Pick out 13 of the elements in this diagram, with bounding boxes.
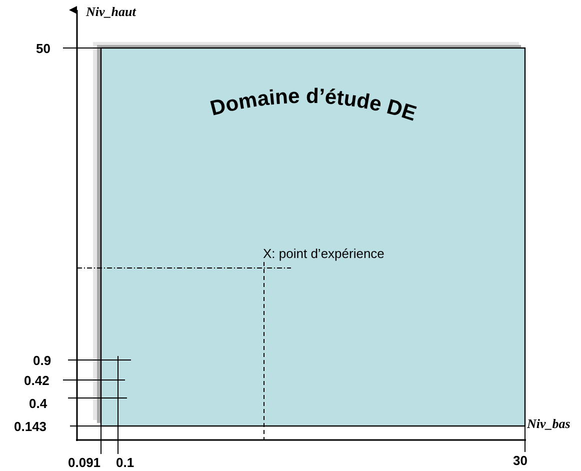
- tick-label: 30: [513, 453, 528, 468]
- tick-label: 0.4: [29, 396, 48, 411]
- tick-label: 50: [36, 41, 50, 56]
- domain-rectangle: [93, 42, 526, 427]
- tick-label: 0.091: [68, 455, 101, 470]
- tick-label: 0.42: [24, 373, 50, 388]
- point-label: X: point d’expérience: [263, 246, 384, 261]
- axis-label: Niv_bas: [527, 416, 570, 431]
- tick-label: 0.9: [33, 353, 52, 368]
- tick-label: 0.1: [116, 455, 134, 470]
- axis-label: Niv_haut: [86, 4, 136, 19]
- domain-title: Domaine d’étude DE: [208, 84, 419, 126]
- tick-label: 0.143: [14, 419, 47, 434]
